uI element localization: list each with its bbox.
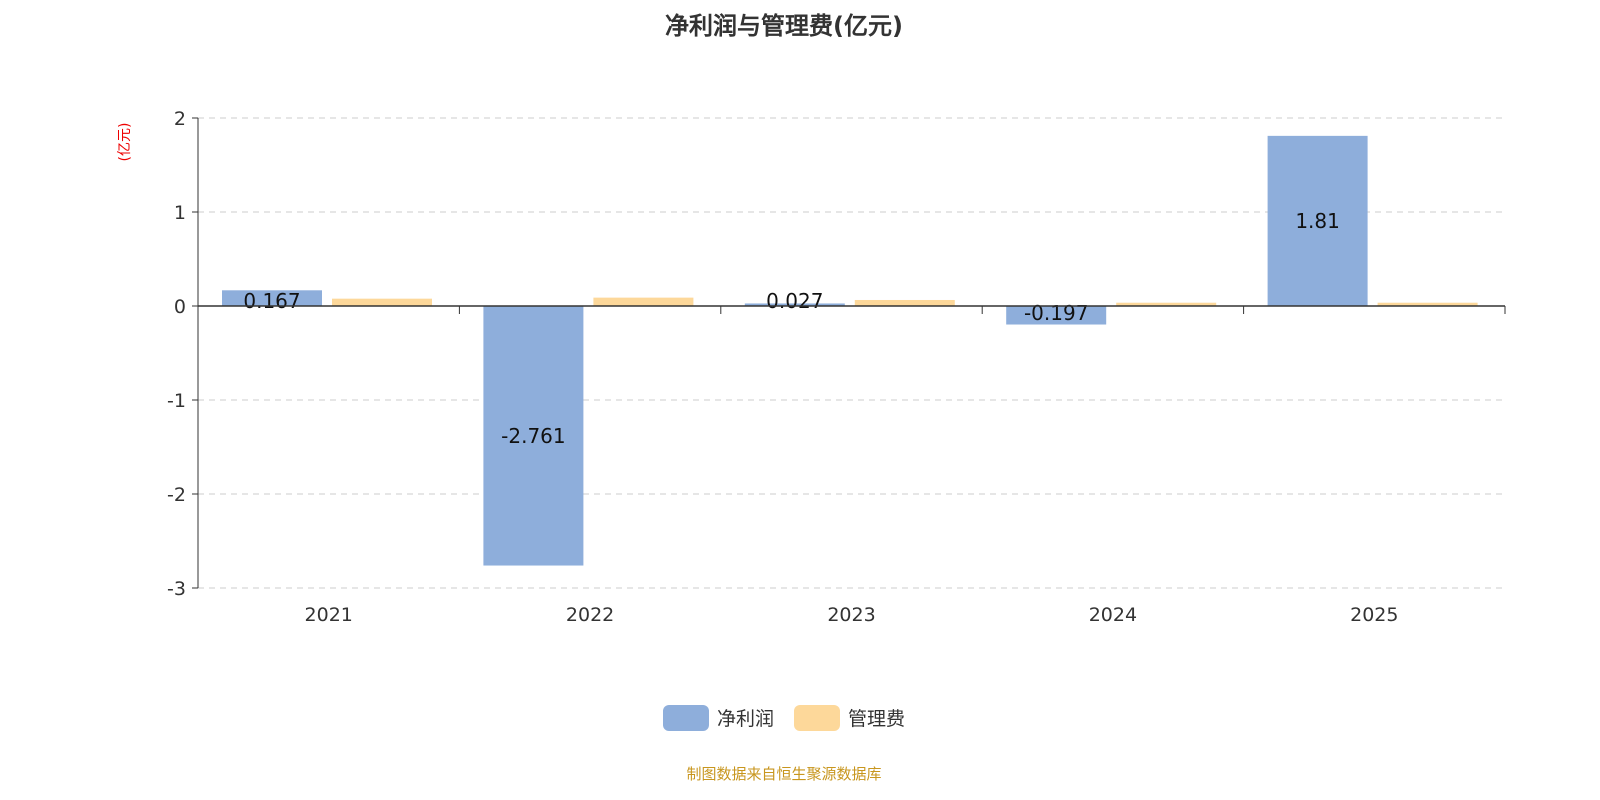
- legend-item-net-profit[interactable]: 净利润: [662, 704, 774, 731]
- bar-admin-expense: [593, 297, 694, 306]
- bar-net-profit: [222, 290, 322, 306]
- data-label: -0.197: [1024, 301, 1088, 325]
- y-tick-label: 1: [174, 202, 186, 224]
- chart-title: 净利润与管理费(亿元): [665, 12, 903, 40]
- legend-label: 净利润: [716, 708, 774, 730]
- legend-label: 管理费: [848, 708, 906, 730]
- y-tick-label: 0: [174, 296, 186, 318]
- y-tick-label: -2: [167, 484, 186, 506]
- bar-net-profit: [1267, 135, 1368, 306]
- x-tick-label: 2021: [305, 604, 353, 626]
- bar-admin-expense: [1377, 302, 1478, 306]
- y-tick-label: -1: [167, 390, 186, 412]
- data-label: -2.761: [501, 424, 565, 448]
- bar-admin-expense: [332, 298, 432, 306]
- data-source: 制图数据来自恒生聚源数据库: [686, 765, 882, 783]
- bar-net-profit: [1006, 306, 1107, 325]
- bar-admin-expense: [1116, 302, 1217, 306]
- bar-admin-expense: [854, 299, 955, 306]
- data-label: 1.81: [1295, 209, 1340, 233]
- legend-swatch: [662, 704, 709, 731]
- x-tick-label: 2025: [1350, 604, 1398, 626]
- x-tick-label: 2024: [1089, 604, 1137, 626]
- bar-net-profit: [744, 303, 845, 306]
- y-tick-label: -3: [167, 578, 186, 600]
- data-label: 0.027: [766, 289, 823, 313]
- legend-swatch: [794, 704, 840, 731]
- x-tick-label: 2022: [566, 604, 614, 626]
- y-tick-label: 2: [174, 108, 186, 130]
- legend: 净利润 管理费: [0, 704, 1568, 731]
- bar-net-profit: [483, 306, 584, 566]
- legend-item-admin-expense[interactable]: 管理费: [794, 704, 905, 731]
- x-tick-label: 2023: [827, 604, 875, 626]
- data-label: 0.167: [243, 289, 300, 313]
